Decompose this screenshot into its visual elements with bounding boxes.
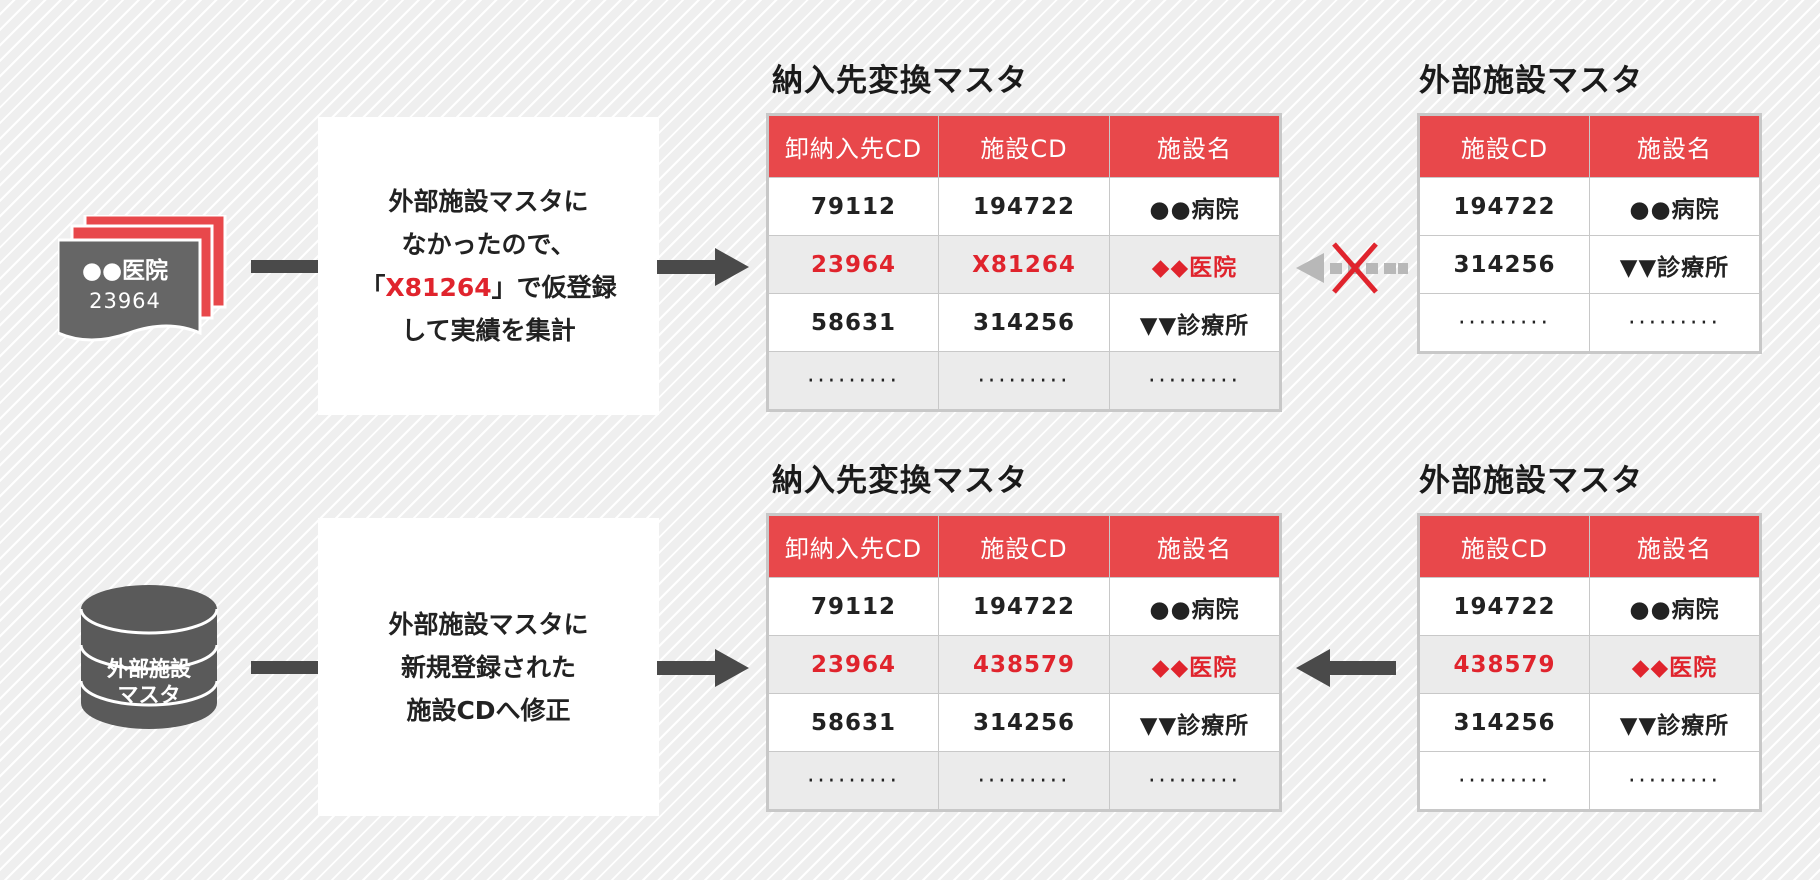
external-master-title: 外部施設マスタ — [1419, 463, 1643, 499]
note-line: して実績を集計 — [401, 316, 576, 345]
table-cell: ········· — [767, 751, 939, 811]
table-cell: ▼▼診療所 — [1109, 293, 1281, 352]
table-cell: ········· — [938, 751, 1110, 811]
note-line: 新規登録された — [400, 652, 576, 682]
col-header: 施設CD — [938, 114, 1110, 178]
table-cell: 194722 — [938, 177, 1110, 236]
database-label-line: 外部施設 — [107, 657, 191, 681]
table-row-highlighted: 23964 438579 ◆◆医院 — [767, 635, 1281, 694]
note-line: 「X81264」で仮登録 — [360, 273, 617, 302]
table-cell: 194722 — [938, 577, 1110, 636]
table-row: 58631 314256 ▼▼診療所 — [767, 293, 1281, 352]
note-line: なかったので、 — [401, 230, 576, 259]
conversion-master-title: 納入先変換マスタ — [772, 63, 1028, 99]
table-row-ellipsis: ········· ········· — [1418, 293, 1761, 353]
table-cell: ◆◆医院 — [1589, 635, 1761, 694]
table-cell: ▼▼診療所 — [1109, 693, 1281, 752]
source-doc-code: 23964 — [89, 289, 161, 313]
table-cell: ········· — [1589, 293, 1761, 353]
external-master-table: 施設CD 施設名 194722 ●●病院 438579 ◆◆医院 314256 … — [1417, 513, 1762, 812]
col-header: 施設CD — [1418, 514, 1590, 578]
connector-line — [251, 260, 319, 273]
table-cell: 314256 — [938, 293, 1110, 352]
table-cell: ●●病院 — [1589, 577, 1761, 636]
table-cell: 194722 — [1418, 177, 1590, 236]
table-cell: ●●病院 — [1109, 577, 1281, 636]
external-master-title: 外部施設マスタ — [1419, 63, 1643, 99]
table-cell: X81264 — [938, 235, 1110, 294]
table-cell: ◆◆医院 — [1109, 635, 1281, 694]
note-temporary-registration: 外部施設マスタに なかったので、 「X81264」で仮登録 して実績を集計 — [318, 117, 659, 415]
conversion-master-table: 卸納入先CD 施設CD 施設名 79112 194722 ●●病院 23964 … — [766, 513, 1282, 812]
external-master-table: 施設CD 施設名 194722 ●●病院 314256 ▼▼診療所 ······… — [1417, 113, 1762, 354]
arrow-right-icon — [657, 248, 749, 286]
col-header: 施設名 — [1109, 514, 1281, 578]
table-cell: 438579 — [1418, 635, 1590, 694]
source-document: ●●医院 23964 — [58, 256, 192, 316]
table-cell: ········· — [1418, 751, 1590, 811]
table-cell: 23964 — [767, 635, 939, 694]
table-row-highlighted: 23964 X81264 ◆◆医院 — [767, 235, 1281, 294]
table-row-highlighted: 438579 ◆◆医院 — [1418, 635, 1761, 694]
table-row: 194722 ●●病院 — [1418, 177, 1761, 236]
table-row-ellipsis: ········· ········· ········· — [767, 751, 1281, 811]
table-cell: 79112 — [767, 577, 939, 636]
table-cell: ●●病院 — [1109, 177, 1281, 236]
table-cell: ▼▼診療所 — [1589, 235, 1761, 294]
col-header: 施設名 — [1589, 514, 1761, 578]
note-correction: 外部施設マスタに 新規登録された 施設CDへ修正 — [318, 518, 659, 816]
col-header: 卸納入先CD — [767, 114, 939, 178]
table-cell: ········· — [1109, 751, 1281, 811]
table-cell: 58631 — [767, 293, 939, 352]
table-cell: ◆◆医院 — [1109, 235, 1281, 294]
col-header: 卸納入先CD — [767, 514, 939, 578]
table-row: 58631 314256 ▼▼診療所 — [767, 693, 1281, 752]
table-cell: 79112 — [767, 177, 939, 236]
table-cell: 314256 — [1418, 235, 1590, 294]
col-header: 施設名 — [1589, 114, 1761, 178]
col-header: 施設CD — [938, 514, 1110, 578]
database-icon — [79, 585, 219, 729]
table-row: 194722 ●●病院 — [1418, 577, 1761, 636]
table-row: 79112 194722 ●●病院 — [767, 577, 1281, 636]
document-stack-icon — [58, 215, 227, 342]
table-cell: 438579 — [938, 635, 1110, 694]
table-cell: ········· — [1589, 751, 1761, 811]
table-cell: 58631 — [767, 693, 939, 752]
conversion-master-title: 納入先変換マスタ — [772, 463, 1028, 499]
database-label-line: マスタ — [117, 683, 181, 707]
cross-icon — [1332, 242, 1378, 294]
database-label: 外部施設 マスタ — [89, 656, 209, 708]
table-row-ellipsis: ········· ········· ········· — [767, 351, 1281, 411]
col-header: 施設名 — [1109, 114, 1281, 178]
table-cell: ▼▼診療所 — [1589, 693, 1761, 752]
table-cell: ········· — [1109, 351, 1281, 411]
table-cell: ········· — [938, 351, 1110, 411]
table-cell: ········· — [767, 351, 939, 411]
note-line: 施設CDへ修正 — [406, 695, 571, 725]
table-row: 314256 ▼▼診療所 — [1418, 693, 1761, 752]
source-doc-name: ●●医院 — [81, 258, 169, 284]
connector-line — [251, 661, 319, 674]
table-cell: 194722 — [1418, 577, 1590, 636]
table-cell: ········· — [1418, 293, 1590, 353]
arrow-left-icon — [1296, 649, 1396, 687]
blocked-arrow-icon — [1296, 242, 1408, 294]
table-cell: 314256 — [1418, 693, 1590, 752]
arrow-right-icon — [657, 649, 749, 687]
conversion-master-table: 卸納入先CD 施設CD 施設名 79112 194722 ●●病院 23964 … — [766, 113, 1282, 412]
table-cell: 23964 — [767, 235, 939, 294]
table-cell: ●●病院 — [1589, 177, 1761, 236]
table-row: 314256 ▼▼診療所 — [1418, 235, 1761, 294]
temp-code: X81264 — [385, 273, 492, 302]
table-row-ellipsis: ········· ········· — [1418, 751, 1761, 811]
col-header: 施設CD — [1418, 114, 1590, 178]
table-cell: 314256 — [938, 693, 1110, 752]
table-row: 79112 194722 ●●病院 — [767, 177, 1281, 236]
note-line: 外部施設マスタに — [388, 609, 589, 639]
note-line: 外部施設マスタに — [388, 187, 589, 216]
